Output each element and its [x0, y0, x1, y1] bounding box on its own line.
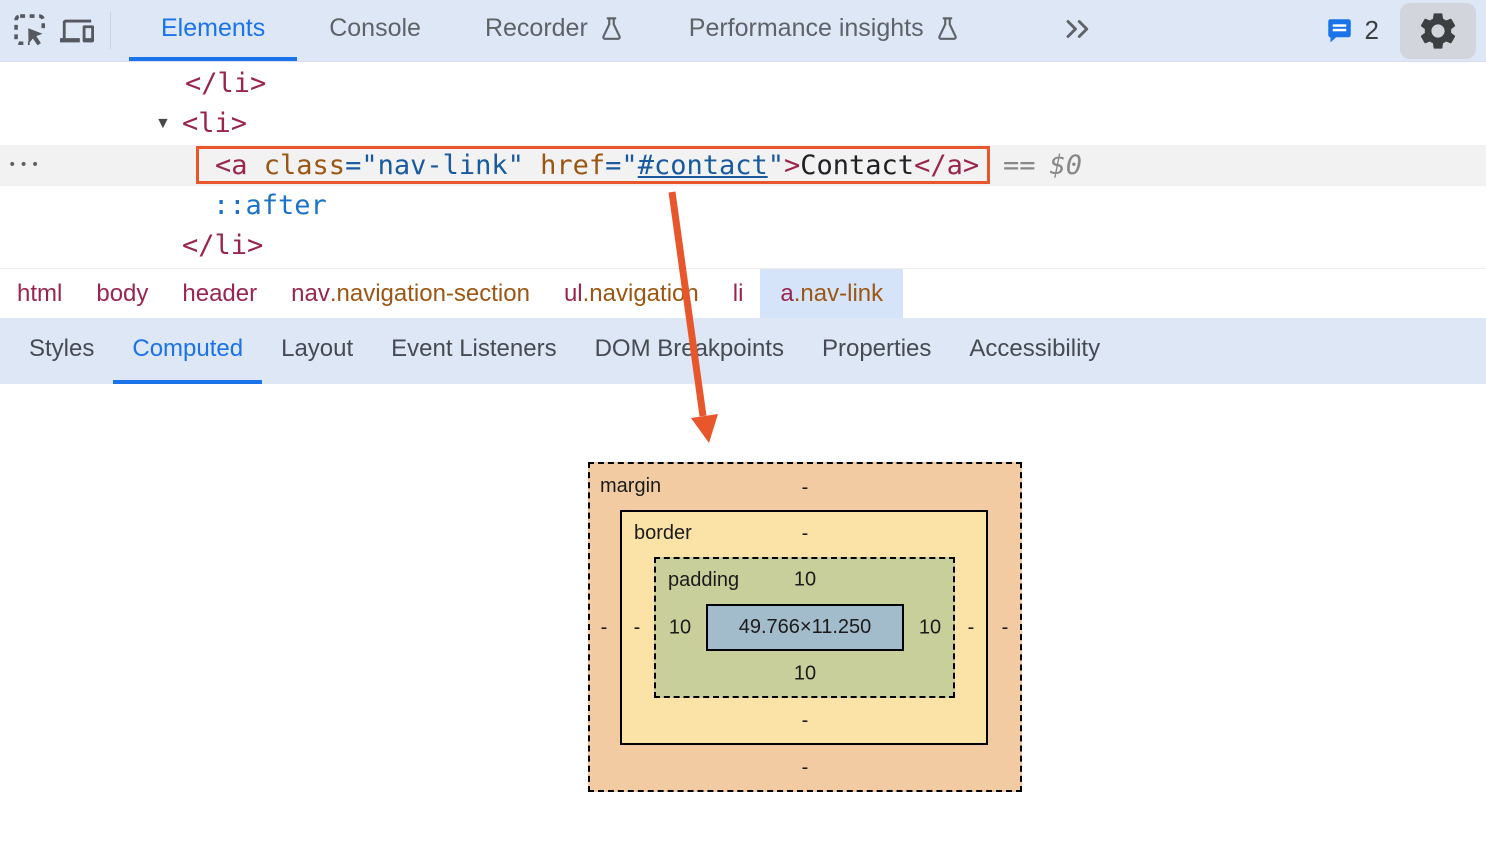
border-top-value[interactable]: - — [801, 522, 809, 545]
href-link[interactable]: #contact — [637, 150, 768, 181]
margin-right-value[interactable]: - — [1001, 616, 1009, 639]
breadcrumb-item-html[interactable]: html — [0, 269, 79, 318]
node-options-marker[interactable]: ••• — [8, 157, 43, 173]
computed-panel: 49.766×11.250 margin border padding - - … — [0, 384, 1486, 843]
border-label: border — [634, 522, 692, 544]
tab-layout[interactable]: Layout — [281, 335, 354, 362]
tab-performance-insights-label: Performance insights — [688, 14, 924, 42]
selected-node-markup[interactable]: <a class="nav-link" href="#contact">Cont… — [215, 150, 980, 181]
padding-label: padding — [668, 569, 740, 591]
tab-console-label: Console — [329, 14, 421, 42]
tab-event-listeners[interactable]: Event Listeners — [391, 335, 557, 362]
issues-button[interactable]: 2 — [1326, 15, 1379, 46]
tab-dom-breakpoints[interactable]: DOM Breakpoints — [594, 335, 784, 362]
dom-tree-panel: </li> ▼ <li> ••• <a class="nav-link" hre… — [0, 62, 1486, 268]
breadcrumb-item-ul[interactable]: ul.navigation — [563, 279, 699, 307]
toolbar-right-group: 2 — [1326, 0, 1486, 61]
dom-node-closing-li[interactable]: </li> — [185, 68, 267, 99]
margin-bottom-value[interactable]: - — [801, 756, 809, 779]
tab-properties[interactable]: Properties — [821, 335, 932, 362]
experiment-flask-icon — [937, 17, 957, 40]
breadcrumb-item-body[interactable]: body — [96, 279, 149, 307]
margin-left-value[interactable]: - — [600, 616, 608, 639]
message-bubble-icon — [1327, 19, 1351, 43]
margin-label: margin — [600, 475, 662, 497]
devtools-toolbar: Elements Console Recorder Performance in… — [0, 0, 1486, 62]
dom-node-li-open[interactable]: <li> — [182, 108, 248, 139]
tab-styles[interactable]: Styles — [10, 318, 113, 384]
toolbar-separator — [110, 12, 111, 49]
device-toolbar-icon — [60, 19, 94, 43]
box-model-diagram: 49.766×11.250 margin border padding - - … — [588, 462, 1022, 792]
expand-triangle-icon[interactable]: ▼ — [155, 115, 171, 132]
breadcrumb-item-li[interactable]: li — [732, 279, 744, 307]
tab-recorder[interactable]: Recorder — [453, 0, 657, 61]
settings-button[interactable] — [1400, 2, 1476, 59]
border-bottom-value[interactable]: - — [801, 709, 809, 732]
padding-left-value[interactable]: 10 — [668, 616, 692, 639]
dom-node-closing-li[interactable]: </li> — [182, 230, 264, 261]
padding-bottom-value[interactable]: 10 — [793, 662, 817, 685]
selected-dom-row[interactable]: ••• <a class="nav-link" href="#contact">… — [0, 145, 1486, 186]
experiment-flask-icon — [602, 17, 621, 40]
more-tabs-button[interactable] — [1049, 0, 1107, 61]
padding-top-value[interactable]: 10 — [793, 568, 817, 591]
breadcrumb-item-header[interactable]: header — [182, 279, 258, 307]
toggle-device-toolbar-button[interactable] — [54, 0, 100, 62]
breadcrumb: html body header nav.navigation-section … — [0, 268, 1486, 318]
breadcrumb-item-nav[interactable]: nav.navigation-section — [291, 279, 530, 307]
tab-elements[interactable]: Elements — [129, 0, 298, 61]
main-tab-strip: Elements Console Recorder Performance in… — [129, 0, 1107, 61]
tab-performance-insights[interactable]: Performance insights — [657, 0, 993, 61]
inspect-cursor-icon — [14, 14, 46, 46]
breadcrumb-item-a-nav-link[interactable]: a.nav-link — [760, 269, 904, 318]
dom-node-pseudo-after[interactable]: ::after — [213, 190, 327, 221]
border-left-value[interactable]: - — [633, 616, 641, 639]
equals-dollar-zero: ==$0 — [1003, 150, 1083, 181]
box-model-content-region[interactable]: 49.766×11.250 — [706, 604, 904, 651]
padding-right-value[interactable]: 10 — [918, 616, 942, 639]
double-chevron-right-icon — [1066, 19, 1088, 38]
tab-recorder-label: Recorder — [484, 14, 588, 42]
sidebar-panel-tabs: Styles Computed Layout Event Listeners D… — [0, 318, 1486, 384]
tab-computed[interactable]: Computed — [113, 318, 263, 384]
border-right-value[interactable]: - — [967, 616, 975, 639]
tab-console[interactable]: Console — [297, 0, 453, 61]
issues-count: 2 — [1364, 15, 1379, 45]
tab-accessibility[interactable]: Accessibility — [969, 335, 1101, 362]
inspect-element-button[interactable] — [8, 0, 54, 62]
tab-elements-label: Elements — [161, 14, 266, 42]
gear-icon — [1420, 12, 1456, 49]
margin-top-value[interactable]: - — [801, 476, 809, 499]
content-dimensions: 49.766×11.250 — [738, 616, 872, 638]
